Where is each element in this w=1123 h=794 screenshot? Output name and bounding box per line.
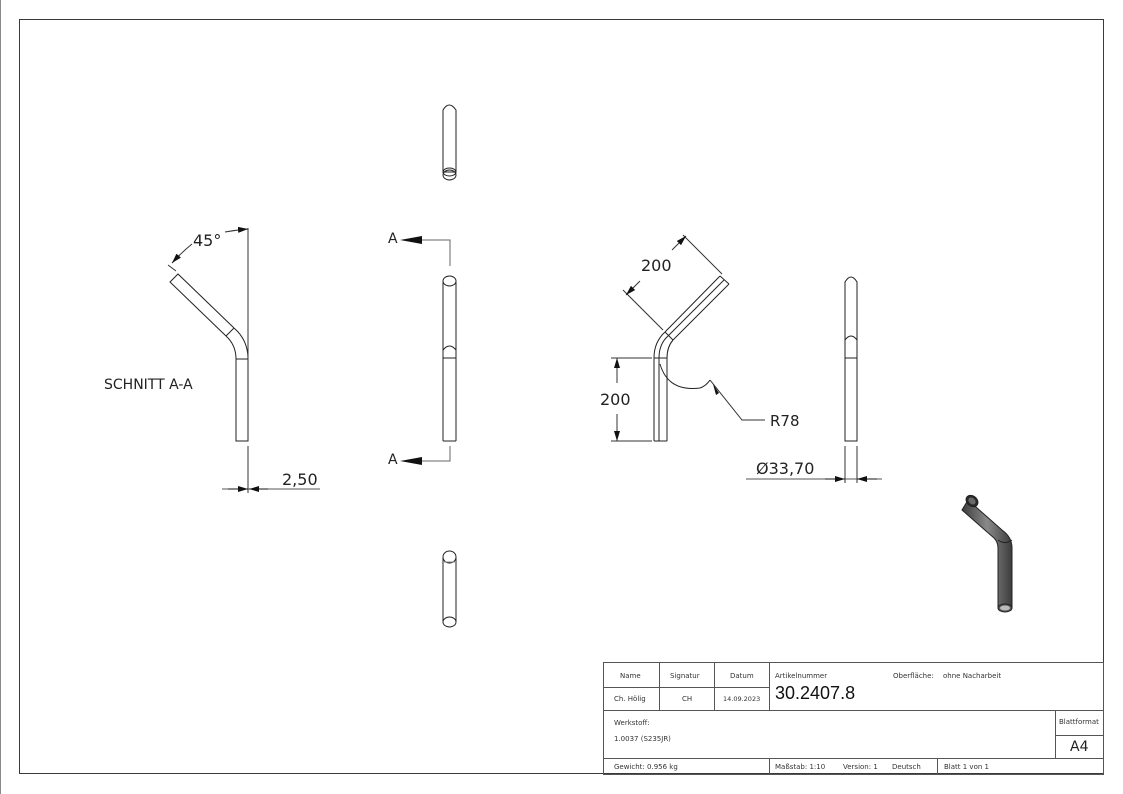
section-marker-top: A xyxy=(388,231,398,247)
diameter-dimension-label: Ø33,70 xyxy=(756,459,815,478)
diameter-dimension xyxy=(746,446,882,483)
sheet-edge xyxy=(0,0,1,794)
bottom-view xyxy=(442,550,457,628)
section-vertical-leg xyxy=(235,358,249,442)
article-number: 30.2407.8 xyxy=(775,683,856,703)
date-header: Datum xyxy=(730,672,754,680)
section-marker-bottom: A xyxy=(388,452,398,468)
section-view xyxy=(167,226,320,493)
right-view xyxy=(844,276,858,442)
sheet-format-label: Blattformat xyxy=(1059,718,1099,726)
material-label: Werkstoff: xyxy=(614,719,650,727)
sheet-format-value: A4 xyxy=(1070,739,1089,755)
vertical-leg-dimension: 200 xyxy=(600,390,631,409)
front-view xyxy=(442,275,457,442)
top-view xyxy=(442,104,457,181)
wall-thickness-dimension: 2,50 xyxy=(282,470,318,489)
weight: Gewicht: 0.956 kg xyxy=(614,763,678,771)
bend-radius-dimension: R78 xyxy=(770,412,800,430)
side-view xyxy=(653,275,765,442)
section-angled-leg xyxy=(169,273,235,337)
article-number-label: Artikelnummer xyxy=(775,672,828,680)
scale: Maßstab: 1:10 xyxy=(775,763,826,771)
material-value: 1.0037 (S235JR) xyxy=(614,735,671,743)
signature-value: CH xyxy=(682,695,693,703)
version: Version: 1 xyxy=(843,763,878,771)
side-view-dimensions xyxy=(611,234,723,442)
angle-dimension: 45° xyxy=(193,231,222,250)
section-cut-line xyxy=(400,236,451,465)
drawing-frame xyxy=(19,19,1104,774)
language: Deutsch xyxy=(892,763,921,771)
isometric-view xyxy=(961,494,1013,613)
name-value: Ch. Hölig xyxy=(614,695,646,703)
sheet-number: Blatt 1 von 1 xyxy=(944,763,989,771)
date-value: 14.09.2023 xyxy=(723,695,761,703)
section-label: SCHNITT A-A xyxy=(104,377,193,393)
surface-value: ohne Nacharbeit xyxy=(943,672,1002,680)
name-header: Name xyxy=(620,672,641,680)
signature-header: Signatur xyxy=(670,672,700,680)
angled-leg-dimension: 200 xyxy=(641,256,672,275)
surface-label: Oberfläche: xyxy=(893,672,934,680)
